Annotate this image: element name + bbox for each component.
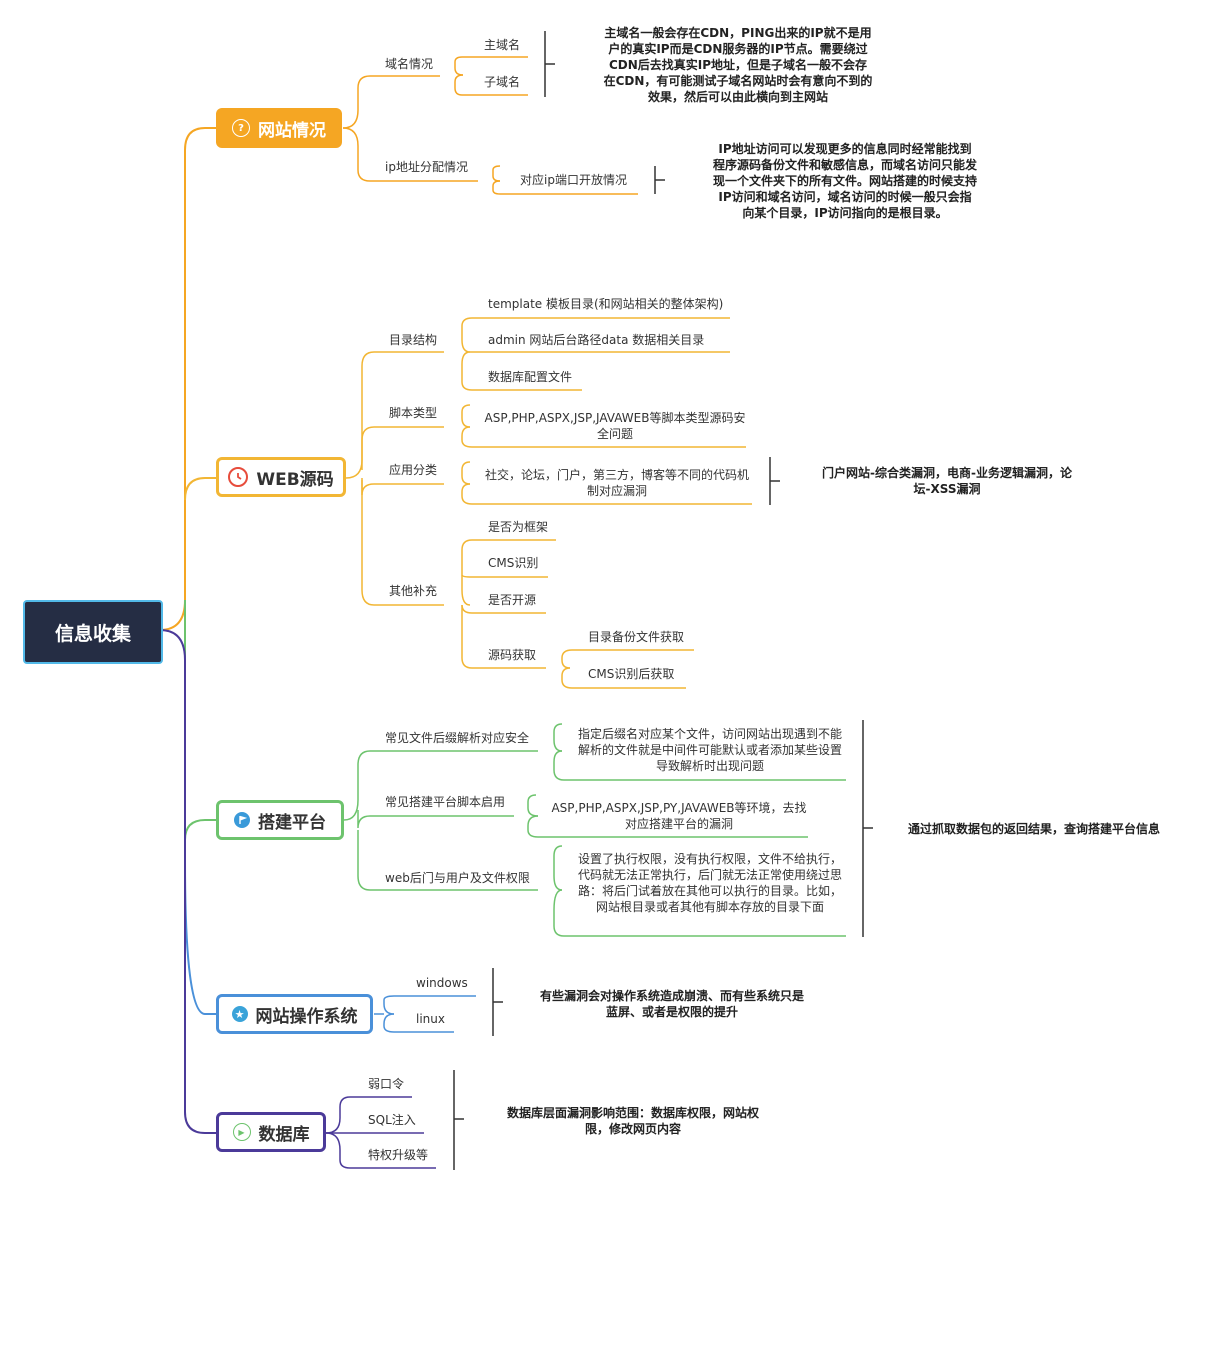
db-item-privesc[interactable]: 特权升级等 bbox=[368, 1148, 429, 1162]
web-dir-item-template[interactable]: template 模板目录(和网站相关的整体架构) bbox=[488, 297, 724, 311]
web-other-node[interactable]: 其他补充 bbox=[389, 584, 438, 598]
web-dir-item-dbconfig[interactable]: 数据库配置文件 bbox=[488, 370, 573, 384]
branch-platform[interactable]: 搭建平台 bbox=[216, 800, 344, 840]
os-item-windows[interactable]: windows bbox=[416, 976, 468, 990]
site-domain-node[interactable]: 域名情况 bbox=[385, 57, 434, 71]
web-dir-item-admin[interactable]: admin 网站后台路径data 数据相关目录 bbox=[488, 333, 705, 347]
play-icon: ▶ bbox=[232, 1123, 251, 1141]
web-app-item[interactable]: 社交，论坛，门户，第三方，博客等不同的代码机制对应漏洞 bbox=[484, 468, 749, 498]
site-ip-note: IP地址访问可以发现更多的信息同时经常能找到程序源码备份文件和敏感信息，而域名访… bbox=[713, 142, 978, 220]
db-item-sqli[interactable]: SQL注入 bbox=[368, 1113, 416, 1127]
branch-os[interactable]: ★ 网站操作系统 bbox=[216, 994, 373, 1034]
web-source-item-cms[interactable]: CMS识别后获取 bbox=[588, 667, 675, 681]
branch-web[interactable]: WEB源码 bbox=[216, 457, 346, 497]
branch-db[interactable]: ▶ 数据库 bbox=[216, 1112, 326, 1152]
branch-db-label: 数据库 bbox=[258, 1124, 310, 1145]
web-app-node[interactable]: 应用分类 bbox=[389, 463, 438, 477]
db-note: 数据库层面漏洞影响范围：数据库权限，网站权限，修改网页内容 bbox=[506, 1106, 759, 1136]
site-main-domain-node[interactable]: 主域名 bbox=[484, 38, 521, 52]
branch-web-label: WEB源码 bbox=[256, 469, 334, 490]
platform-suffix-node[interactable]: 常见文件后缀解析对应安全 bbox=[385, 731, 530, 745]
platform-backdoor-node[interactable]: web后门与用户及文件权限 bbox=[385, 871, 530, 885]
platform-backdoor-item[interactable]: 设置了执行权限，没有执行权限，文件不给执行，代码就无法正常执行，后门就无法正常使… bbox=[577, 852, 842, 914]
db-item-weakpass[interactable]: 弱口令 bbox=[368, 1077, 405, 1091]
web-app-note: 门户网站-综合类漏洞，电商-业务逻辑漏洞，论坛-XSS漏洞 bbox=[822, 466, 1072, 496]
web-dir-node[interactable]: 目录结构 bbox=[389, 333, 438, 347]
os-note: 有些漏洞会对操作系统造成崩溃、而有些系统只是蓝屏、或者是权限的提升 bbox=[539, 989, 804, 1019]
platform-note: 通过抓取数据包的返回结果，查询搭建平台信息 bbox=[908, 822, 1161, 836]
flag-icon bbox=[234, 812, 250, 828]
branch-platform-label: 搭建平台 bbox=[258, 812, 326, 833]
question-circle-icon: ? bbox=[232, 119, 250, 137]
star-icon: ★ bbox=[231, 1006, 248, 1022]
web-script-item[interactable]: ASP,PHP,ASPX,JSP,JAVAWEB等脚本类型源码安全问题 bbox=[484, 411, 746, 441]
branch-site-label: 网站情况 bbox=[258, 120, 326, 141]
site-domain-note: 主域名一般会存在CDN，PING出来的IP就不是用户的真实IP而是CDN服务器的… bbox=[603, 26, 873, 104]
platform-suffix-item[interactable]: 指定后缀名对应某个文件，访问网站出现遇到不能解析的文件就是中间件可能默认或者添加… bbox=[577, 727, 842, 773]
branch-site[interactable]: ? 网站情况 bbox=[216, 108, 342, 148]
platform-enable-node[interactable]: 常见搭建平台脚本启用 bbox=[385, 795, 506, 809]
root-node[interactable]: 信息收集 bbox=[23, 600, 163, 664]
web-script-node[interactable]: 脚本类型 bbox=[389, 406, 438, 420]
site-sub-domain-node[interactable]: 子域名 bbox=[484, 75, 521, 89]
web-source-item-backup[interactable]: 目录备份文件获取 bbox=[588, 630, 685, 644]
platform-enable-item[interactable]: ASP,PHP,ASPX,JSP,PY,JAVAWEB等环境，去找对应搭建平台的… bbox=[551, 801, 807, 831]
web-other-item-cms[interactable]: CMS识别 bbox=[488, 556, 539, 570]
web-source-node[interactable]: 源码获取 bbox=[488, 648, 537, 662]
os-item-linux[interactable]: linux bbox=[416, 1012, 445, 1026]
branch-os-label: 网站操作系统 bbox=[255, 1006, 358, 1027]
site-ip-node[interactable]: ip地址分配情况 bbox=[385, 160, 468, 174]
site-port-node[interactable]: 对应ip端口开放情况 bbox=[520, 173, 627, 187]
clock-icon bbox=[228, 467, 249, 487]
web-other-item-framework[interactable]: 是否为框架 bbox=[488, 520, 549, 534]
web-other-item-opensource[interactable]: 是否开源 bbox=[488, 593, 537, 607]
